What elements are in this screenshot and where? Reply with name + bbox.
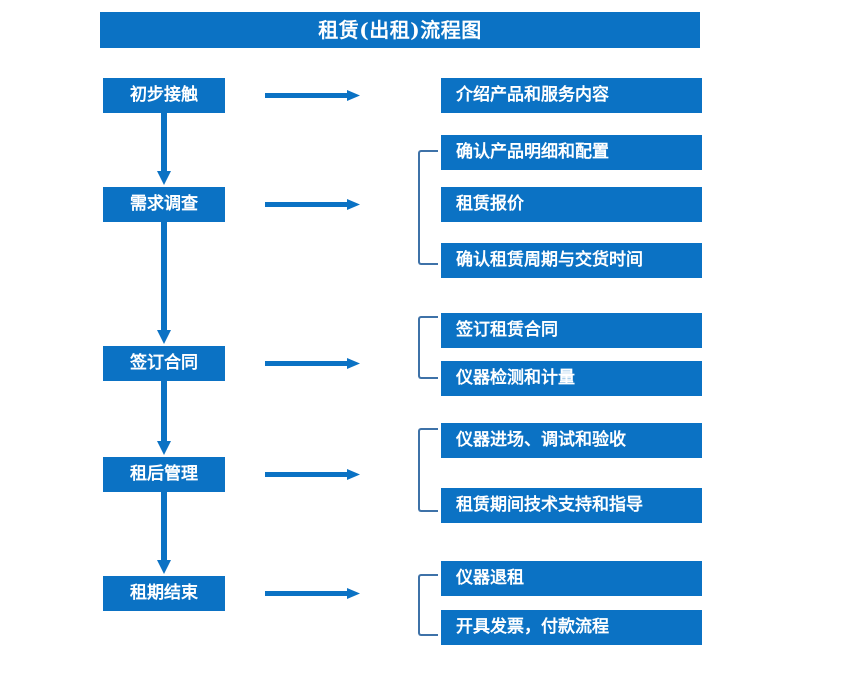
- stage-label: 租期结束: [130, 583, 198, 603]
- stage-box-1[interactable]: 初步接触: [103, 78, 225, 113]
- horizontal-arrow-icon-1: [265, 88, 360, 104]
- group-bracket-icon-1: [418, 150, 438, 265]
- stage-box-4[interactable]: 租后管理: [103, 457, 225, 492]
- vertical-arrow-icon-2: [155, 222, 173, 346]
- vertical-arrow-icon-3: [155, 381, 173, 457]
- vertical-arrow-icon-1: [155, 113, 173, 187]
- detail-label: 开具发票，付款流程: [456, 617, 609, 637]
- horizontal-arrow-icon-3: [265, 356, 360, 372]
- group-bracket-icon-4: [418, 574, 438, 636]
- stage-box-3[interactable]: 签订合同: [103, 346, 225, 381]
- detail-box-1[interactable]: 介绍产品和服务内容: [441, 78, 702, 113]
- stage-box-5[interactable]: 租期结束: [103, 576, 225, 611]
- detail-box-5[interactable]: 签订租赁合同: [441, 313, 702, 348]
- detail-box-10[interactable]: 开具发票，付款流程: [441, 610, 702, 645]
- group-bracket-icon-3: [418, 428, 438, 512]
- detail-label: 租赁报价: [456, 194, 524, 214]
- horizontal-arrow-icon-4: [265, 467, 360, 483]
- diagram-title-banner: 租赁(出租)流程图: [100, 12, 700, 48]
- detail-label: 仪器检测和计量: [456, 368, 575, 388]
- stage-label: 初步接触: [130, 85, 198, 105]
- detail-box-3[interactable]: 租赁报价: [441, 187, 702, 222]
- detail-box-2[interactable]: 确认产品明细和配置: [441, 135, 702, 170]
- detail-label: 签订租赁合同: [456, 320, 558, 340]
- detail-label: 确认租赁周期与交货时间: [456, 250, 643, 270]
- detail-label: 确认产品明细和配置: [456, 142, 609, 162]
- detail-label: 租赁期间技术支持和指导: [456, 495, 643, 515]
- detail-box-6[interactable]: 仪器检测和计量: [441, 361, 702, 396]
- stage-label: 签订合同: [130, 353, 198, 373]
- detail-box-4[interactable]: 确认租赁周期与交货时间: [441, 243, 702, 278]
- horizontal-arrow-icon-5: [265, 586, 360, 602]
- detail-label: 仪器进场、调试和验收: [456, 430, 626, 450]
- stage-label: 租后管理: [130, 464, 198, 484]
- detail-label: 仪器退租: [456, 568, 524, 588]
- group-bracket-icon-2: [418, 316, 438, 379]
- vertical-arrow-icon-4: [155, 492, 173, 576]
- stage-box-2[interactable]: 需求调查: [103, 187, 225, 222]
- detail-box-7[interactable]: 仪器进场、调试和验收: [441, 423, 702, 458]
- horizontal-arrow-icon-2: [265, 197, 360, 213]
- page-title: 租赁(出租)流程图: [318, 18, 482, 42]
- stage-label: 需求调查: [130, 194, 198, 214]
- detail-box-8[interactable]: 租赁期间技术支持和指导: [441, 488, 702, 523]
- detail-label: 介绍产品和服务内容: [456, 85, 609, 105]
- detail-box-9[interactable]: 仪器退租: [441, 561, 702, 596]
